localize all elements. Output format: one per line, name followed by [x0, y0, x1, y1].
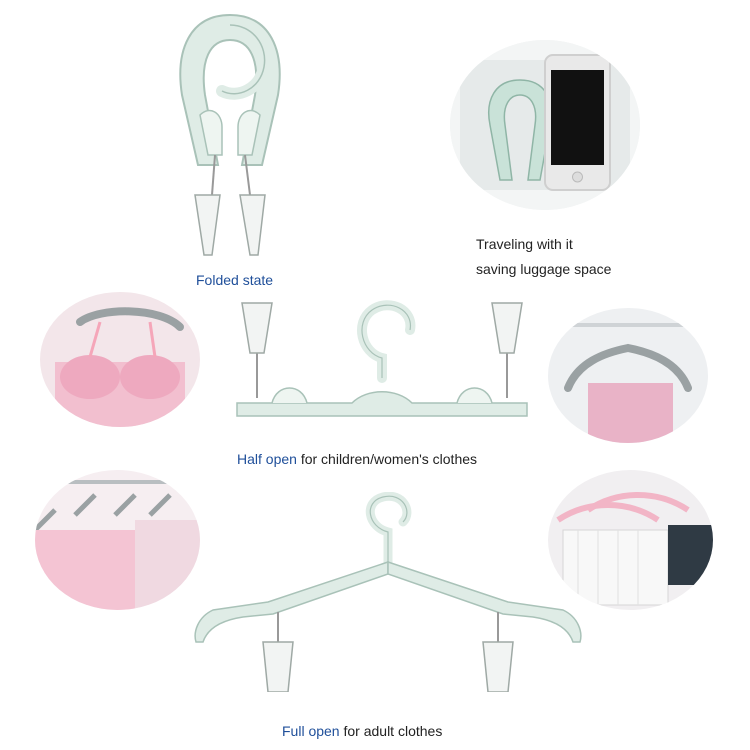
full-open-highlight: Full open: [282, 723, 340, 739]
half-open-hanger-image: [232, 298, 532, 423]
half-open-rest: for children/women's clothes: [296, 451, 478, 467]
folded-hanger-image: [160, 5, 300, 265]
full-open-caption: Full open for adult clothes: [282, 723, 442, 739]
folded-state-caption: Folded state: [196, 272, 273, 288]
half-open-caption: Half open for children/women's clothes: [237, 451, 477, 467]
travel-phone-image: [450, 40, 640, 210]
half-open-highlight: Half open: [237, 451, 297, 467]
bras-photo-circle: [40, 292, 200, 427]
travel-caption-line1: Traveling with it: [476, 236, 573, 252]
folded-state-label: Folded state: [196, 272, 274, 288]
full-open-rest: for adult clothes: [339, 723, 443, 739]
tshirts-photo-circle: [35, 470, 200, 610]
pink-hangers-photo-circle: [548, 470, 713, 610]
full-open-hanger-image: [188, 492, 588, 692]
travel-caption-line2: saving luggage space: [476, 261, 612, 277]
pink-shirt-photo-circle: [548, 308, 708, 443]
